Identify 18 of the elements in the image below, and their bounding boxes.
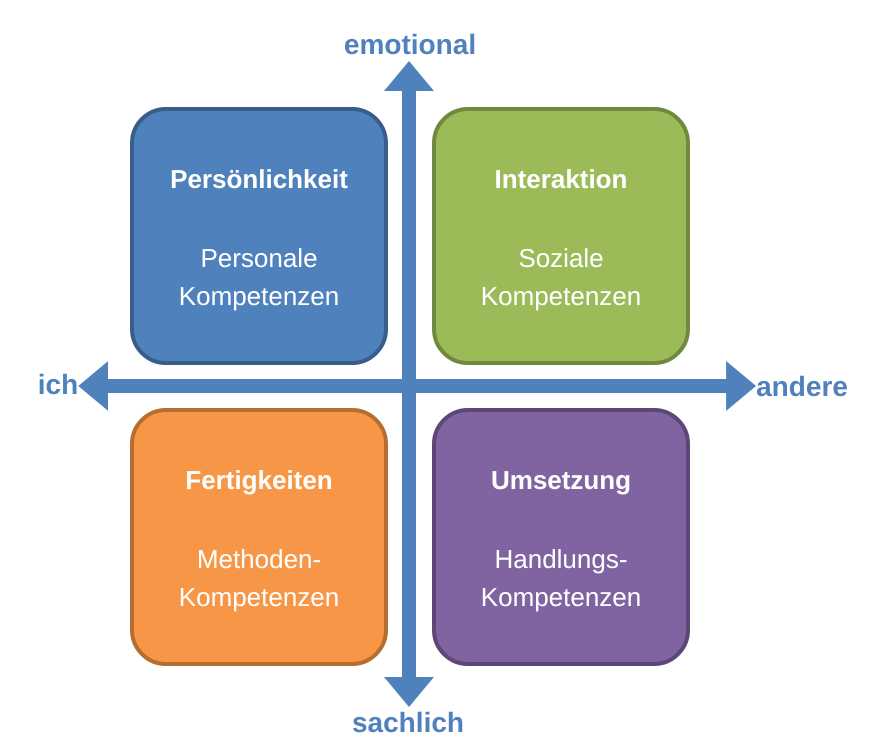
quadrant-heading: Fertigkeiten <box>185 464 333 496</box>
quadrant-heading: Persönlichkeit <box>170 163 348 195</box>
quadrant-heading: Umsetzung <box>490 464 632 496</box>
quadrant-description: Personale Kompetenzen <box>178 242 340 313</box>
quadrant-box <box>432 107 690 365</box>
axis-arrow <box>384 61 434 707</box>
quadrant-description: Soziale Kompetenzen <box>480 242 642 313</box>
axis-label: sachlich <box>352 707 464 739</box>
axis-label: ich <box>38 369 78 401</box>
quadrant-description: Handlungs- Kompetenzen <box>480 543 642 614</box>
quadrant-box <box>432 408 690 666</box>
quadrant-box <box>130 107 388 365</box>
quadrant-heading: Interaktion <box>494 163 628 195</box>
axis-label: andere <box>756 371 848 403</box>
quadrant-box <box>130 408 388 666</box>
quadrant-description: Methoden- Kompetenzen <box>178 543 340 614</box>
axis-label: emotional <box>344 29 476 61</box>
axis-arrow <box>78 360 756 411</box>
